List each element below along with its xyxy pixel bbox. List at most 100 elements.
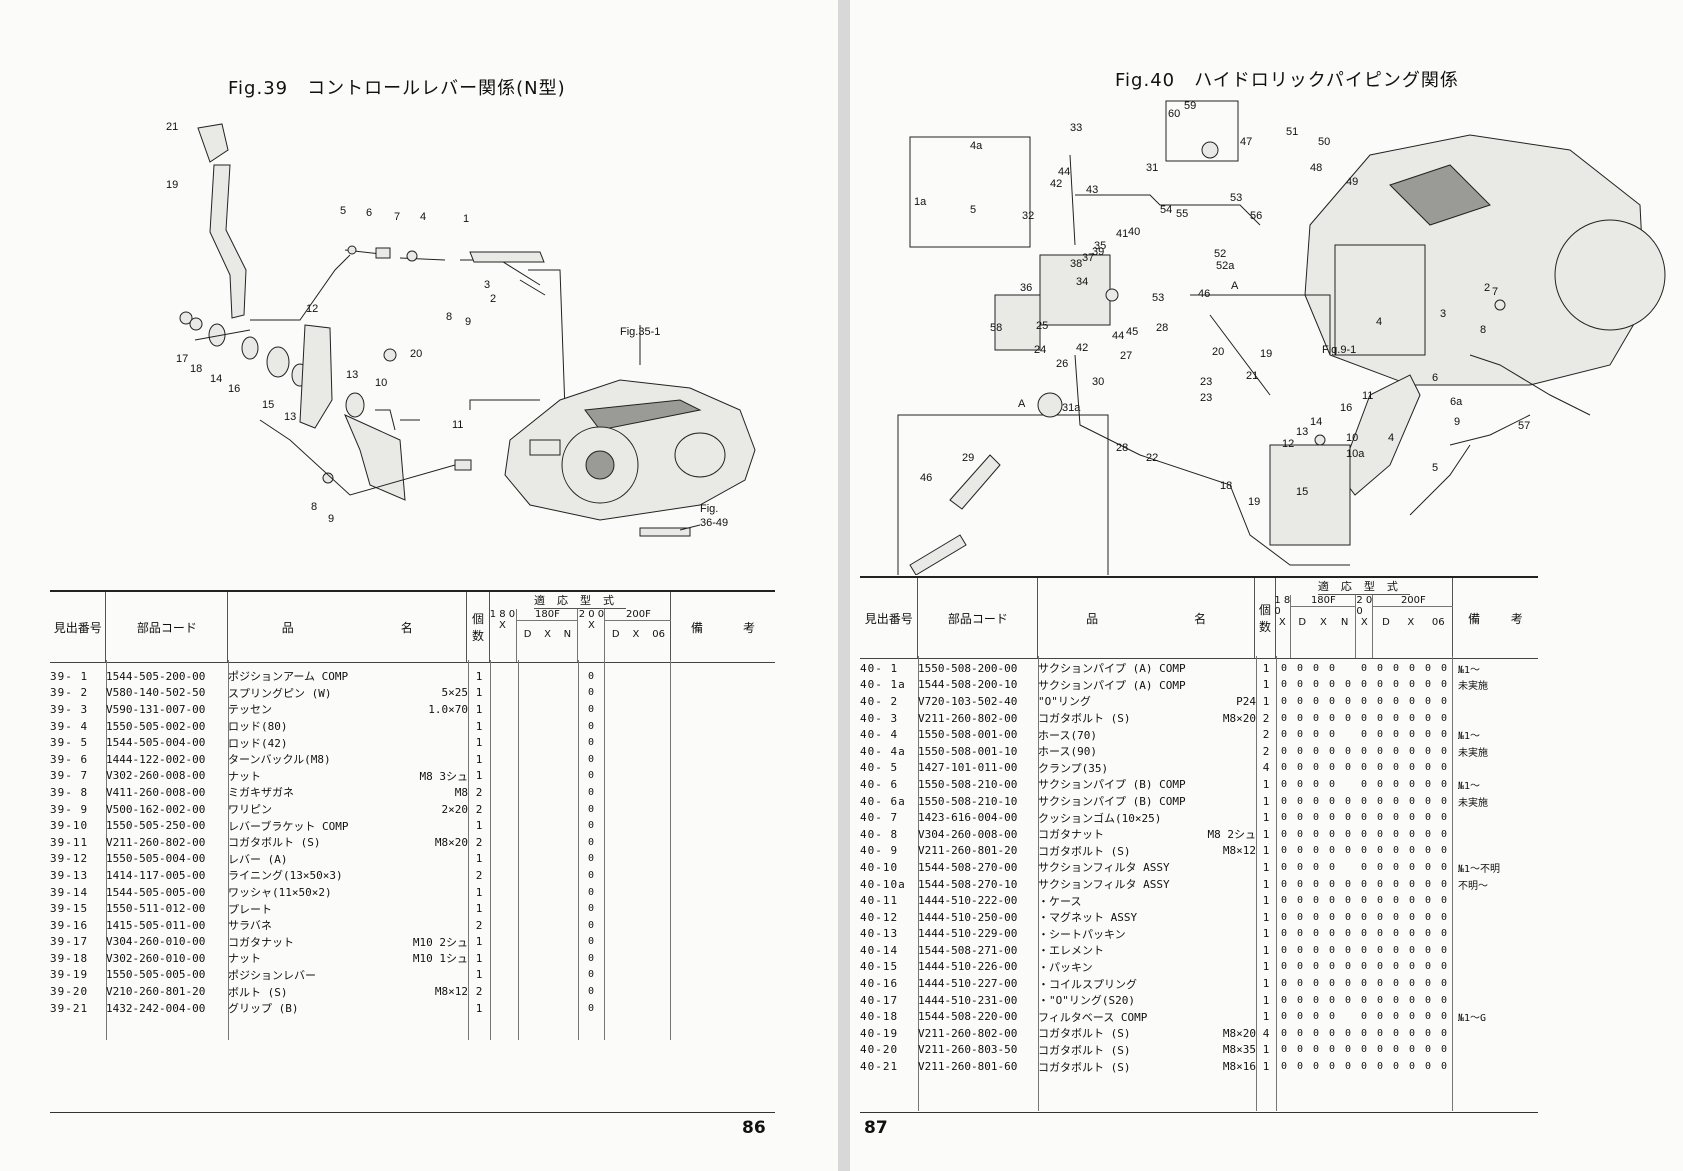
model-mark-cell: 0 [1360, 729, 1368, 741]
model-mark-cell: 0 [1360, 978, 1368, 990]
index-no-cell: 40- 7 [860, 811, 899, 825]
part-code-cell: 1550-508-210-10 [918, 794, 1018, 808]
qty-cell: 1 [1262, 877, 1270, 891]
part-code-cell: V580-140-502-50 [106, 686, 206, 700]
model-mark-cell: 0 [1424, 961, 1432, 973]
model-mark-cell: 0 [1376, 861, 1384, 873]
part-code-cell: V411-260-008-00 [106, 785, 206, 799]
model-mark-cell: 0 [1440, 845, 1448, 857]
model-mark-cell: 0 [1296, 928, 1304, 940]
qty-cell: 1 [1262, 777, 1270, 791]
model-mark-cell: 0 [1360, 1061, 1368, 1073]
part-code-cell: 1550-508-210-00 [918, 777, 1018, 791]
svg-text:32: 32 [1022, 210, 1034, 222]
model-mark-cell: 0 [1328, 695, 1336, 707]
part-name-cell: サクションパイプ (B) COMP [1038, 778, 1186, 792]
svg-text:28: 28 [1116, 442, 1128, 454]
svg-text:49: 49 [1346, 176, 1358, 188]
model-mark-cell: 0 [1280, 812, 1288, 824]
model-mark-cell: 0 [587, 770, 595, 782]
model-mark-cell: 0 [1328, 861, 1336, 873]
qty-cell: 2 [1262, 711, 1270, 725]
model-mark-cell: 0 [1312, 1027, 1320, 1039]
model-mark-cell: 0 [587, 952, 595, 964]
diagram-label: 21 [166, 121, 178, 133]
part-name-cell: サラバネ [228, 919, 272, 933]
index-no-cell: 40-16 [860, 977, 899, 991]
model-mark-cell: 0 [1392, 1011, 1400, 1023]
diagram-label: 17 [176, 353, 188, 365]
model-mark-cell: 0 [1392, 944, 1400, 956]
part-name-cell: クッションゴム(10×25) [1038, 811, 1162, 825]
qty-cell: 1 [475, 702, 483, 716]
model-mark-cell: 0 [587, 720, 595, 732]
part-spec-cell: M8×20 [434, 835, 468, 849]
header-index-no: 見出番号 [860, 578, 919, 658]
model-mark-cell: 0 [1360, 662, 1368, 674]
part-code-cell: 1444-510-226-00 [918, 960, 1018, 974]
svg-text:4a: 4a [970, 140, 983, 152]
part-spec-cell: M8 [454, 785, 468, 799]
part-name-cell: コガタボルト (S) [1038, 844, 1131, 858]
model-mark-cell: 0 [1392, 662, 1400, 674]
index-no-cell: 40- 2 [860, 694, 899, 708]
part-spec-cell: M10 2シュ [412, 935, 468, 949]
model-mark-cell: 0 [1296, 1061, 1304, 1073]
notes-cell: №1～不明 [1458, 863, 1501, 875]
model-mark-cell: 0 [1408, 1011, 1416, 1023]
part-code-cell: 1432-242-004-00 [106, 1001, 206, 1015]
model-mark-cell: 0 [1312, 1044, 1320, 1056]
part-code-cell: 1427-101-011-00 [918, 761, 1018, 775]
part-name-cell: コガタボルト (S) [228, 836, 321, 850]
svg-text:44: 44 [1058, 166, 1070, 178]
model-mark-cell: 0 [1296, 845, 1304, 857]
model-mark-cell: 0 [587, 703, 595, 715]
svg-text:11: 11 [1362, 390, 1373, 402]
part-spec-cell: M8×20 [1222, 1026, 1256, 1040]
svg-text:18: 18 [1220, 480, 1232, 492]
index-no-cell: 40-11 [860, 894, 899, 908]
model-mark-cell: 0 [1424, 695, 1432, 707]
index-no-cell: 39-16 [50, 918, 89, 932]
model-mark-cell: 0 [1392, 1044, 1400, 1056]
index-no-cell: 40- 6a [860, 794, 906, 808]
model-mark-cell: 0 [1280, 878, 1288, 890]
model-mark-cell: 0 [1376, 1011, 1384, 1023]
model-mark-cell: 0 [1376, 1061, 1384, 1073]
model-mark-cell: 0 [1312, 679, 1320, 691]
index-no-cell: 39-18 [50, 951, 89, 965]
model-mark-cell: 0 [1424, 1027, 1432, 1039]
part-name-cell: ・パッキン [1038, 960, 1093, 974]
qty-cell: 2 [1262, 728, 1270, 742]
model-mark-cell: 0 [1408, 662, 1416, 674]
part-name-cell: コガタナット [228, 935, 294, 949]
model-mark-cell: 0 [1296, 712, 1304, 724]
header-index-no: 見出番号 [50, 592, 107, 662]
model-mark-cell: 0 [1376, 679, 1384, 691]
svg-text:25: 25 [1036, 320, 1048, 332]
model-mark-cell: 0 [1408, 1027, 1416, 1039]
model-mark-cell: 0 [1360, 994, 1368, 1006]
index-no-cell: 40- 1 [860, 661, 899, 675]
model-mark-cell: 0 [1392, 928, 1400, 940]
part-name-cell: ワリピン [228, 803, 272, 817]
diagram-label: 8 [446, 311, 452, 323]
model-mark-cell: 0 [1328, 778, 1336, 790]
model-mark-cell: 0 [1328, 928, 1336, 940]
index-no-cell: 40-20 [860, 1043, 899, 1057]
svg-text:42: 42 [1076, 342, 1088, 354]
model-mark-cell: 0 [1360, 911, 1368, 923]
svg-text:3: 3 [1440, 308, 1446, 320]
part-code-cell: V211-260-802-00 [918, 1026, 1018, 1040]
model-mark-cell: 0 [1408, 861, 1416, 873]
